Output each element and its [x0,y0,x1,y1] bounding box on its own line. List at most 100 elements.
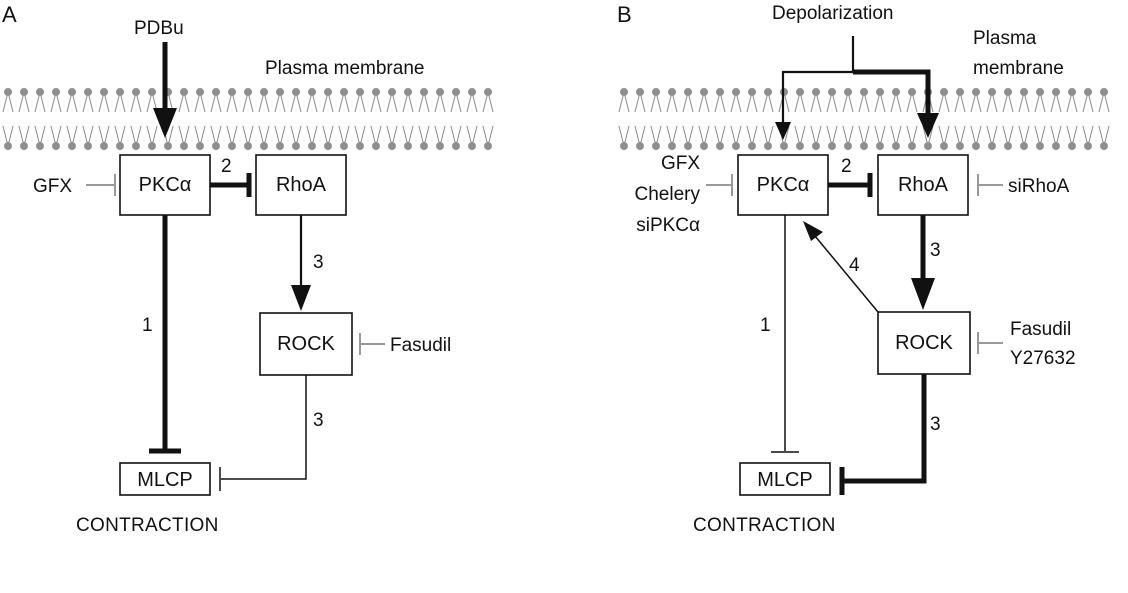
lipid-head-icon [388,142,396,150]
lipid-head-icon [68,88,76,96]
edge-label-3b-a: 3 [313,410,324,431]
lipid-head-icon [1004,88,1012,96]
lipid-head-icon [4,142,12,150]
lipid-head-icon [100,88,108,96]
lipid-head-icon [892,142,900,150]
lipid-head-icon [732,142,740,150]
edge-label-3-a: 3 [313,252,324,273]
lipid-head-icon [228,142,236,150]
edge-label-4-b: 4 [849,255,860,276]
lipid-head-icon [100,142,108,150]
lipid-head-icon [244,142,252,150]
lipid-head-icon [84,88,92,96]
lipid-head-icon [148,88,156,96]
lipid-head-icon [828,88,836,96]
lipid-head-icon [1036,88,1044,96]
pkc-label-b: PKCα [757,174,810,196]
rhoa-label-a: RhoA [276,174,327,196]
lipid-head-icon [180,142,188,150]
lipid-head-icon [1068,142,1076,150]
lipid-head-icon [36,142,44,150]
lipid-head-icon [356,88,364,96]
lipid-head-icon [116,142,124,150]
lipid-head-icon [876,88,884,96]
lipid-head-icon [620,88,628,96]
lipid-head-icon [684,88,692,96]
rhoa-label-b: RhoA [898,174,949,196]
panel-b-label: B [617,2,632,27]
lipid-head-icon [388,88,396,96]
lipid-head-icon [748,88,756,96]
lipid-head-icon [892,88,900,96]
lipid-head-icon [116,88,124,96]
mlcp-label-a: MLCP [137,469,193,491]
lipid-head-icon [956,88,964,96]
lipid-head-icon [276,142,284,150]
membrane-label-b2: membrane [973,58,1064,79]
lipid-head-icon [764,142,772,150]
lipid-head-icon [196,142,204,150]
lipid-head-icon [1068,88,1076,96]
lipid-head-icon [244,88,252,96]
lipid-head-icon [956,142,964,150]
arrowhead-icon [153,108,177,138]
lipid-head-icon [308,88,316,96]
lipid-head-icon [1100,142,1108,150]
panel-b: B Plasma membrane Depolarization PKCα Rh… [617,2,1110,536]
lipid-head-icon [84,142,92,150]
lipid-head-icon [988,88,996,96]
lipid-head-icon [20,142,28,150]
panel-a-label: A [2,2,17,27]
lipid-head-icon [908,88,916,96]
lipid-head-icon [972,142,980,150]
lipid-head-icon [452,142,460,150]
lipid-head-icon [1052,88,1060,96]
outcome-label-a: CONTRACTION [76,515,219,536]
edge-rock-mlcp-b [844,374,927,484]
edge-rock-pkc-b [814,235,879,313]
stimulus-branch-pkc-b [781,70,853,128]
edge-label-2-b: 2 [841,156,852,177]
lipid-head-icon [420,88,428,96]
lipid-head-icon [436,88,444,96]
rock-label-b: ROCK [895,332,953,354]
lipid-head-icon [700,88,708,96]
edge-label-3-b: 3 [930,240,941,261]
lipid-head-icon [52,142,60,150]
lipid-head-icon [972,88,980,96]
lipid-head-icon [620,142,628,150]
lipid-head-icon [812,88,820,96]
lipid-head-icon [780,142,788,150]
lipid-head-icon [372,88,380,96]
mlcp-node-b [739,462,831,496]
lipid-head-icon [652,88,660,96]
arrowhead-icon [291,285,311,311]
lipid-head-icon [732,88,740,96]
inhibitor-gfx-b: GFX [661,153,700,174]
lipid-head-icon [940,88,948,96]
lipid-head-icon [668,142,676,150]
outcome-label-b: CONTRACTION [693,515,836,536]
inhibitor-chelery-b: Chelery [635,184,701,205]
lipid-head-icon [1020,88,1028,96]
lipid-head-icon [860,88,868,96]
lipid-head-icon [652,142,660,150]
lipid-head-icon [844,88,852,96]
lipid-head-icon [860,142,868,150]
inhibitor-sipkc-b: siPKCα [636,215,700,236]
mlcp-label-b: MLCP [757,469,813,491]
lipid-head-icon [324,88,332,96]
inhibitor-y27632-b: Y27632 [1010,348,1076,369]
lipid-head-icon [908,142,916,150]
lipid-head-icon [340,88,348,96]
lipid-head-icon [1084,88,1092,96]
rock-node-a [259,312,353,376]
lipid-head-icon [132,88,140,96]
lipid-head-icon [404,88,412,96]
inhibitor-fasudil-b: Fasudil [1010,319,1071,340]
plasma-membrane-a [2,88,494,150]
lipid-head-icon [636,142,644,150]
lipid-head-icon [148,142,156,150]
arrowhead-icon [803,221,823,241]
